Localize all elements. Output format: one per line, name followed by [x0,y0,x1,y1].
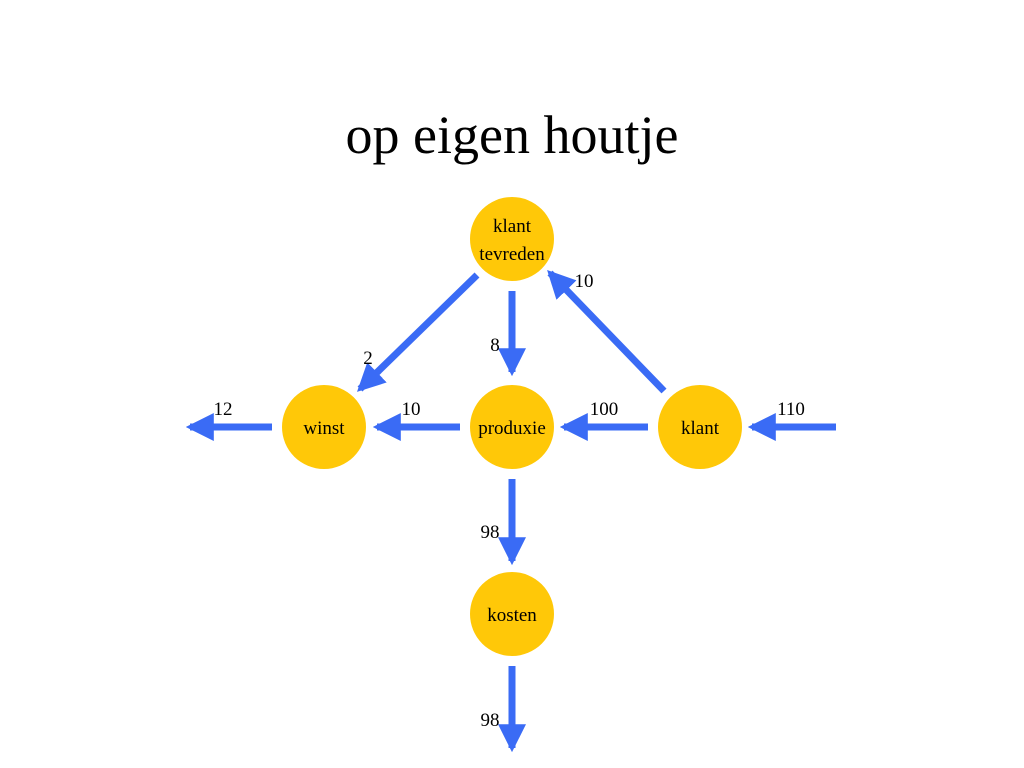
arrow-klant-to-klant-tevreden [547,269,667,394]
flow-label-produxie-to-winst: 10 [402,399,421,420]
node-label-kosten: kosten [487,605,537,626]
node-klant: klant [658,385,742,469]
node-klant-tevreden: klant tevreden [470,197,554,281]
node-produxie: produxie [470,385,554,469]
flow-label-winst-out: 12 [214,399,233,420]
node-label-produxie: produxie [478,418,546,439]
node-label-tevreden: tevreden [479,244,545,265]
flow-label-in-to-klant: 110 [777,399,805,420]
slide-title: op eigen houtje [345,105,679,165]
flow-label-tevreden-to-winst: 2 [363,348,373,369]
flow-label-klant-to-tevreden: 10 [575,271,594,292]
flow-arrows [185,269,836,753]
node-label-klant: klant [493,216,532,237]
node-winst: winst [282,385,366,469]
node-kosten: kosten [470,572,554,656]
arrow-klant-tevreden-to-winst [356,272,480,392]
flow-label-klant-to-produxie: 100 [590,399,619,420]
flow-label-produxie-to-kosten: 98 [481,522,500,543]
node-label-klant-right: klant [681,418,720,439]
flow-label-kosten-out: 98 [481,710,500,731]
node-label-winst: winst [303,418,345,439]
flow-label-tevreden-to-produxie: 8 [490,335,500,356]
